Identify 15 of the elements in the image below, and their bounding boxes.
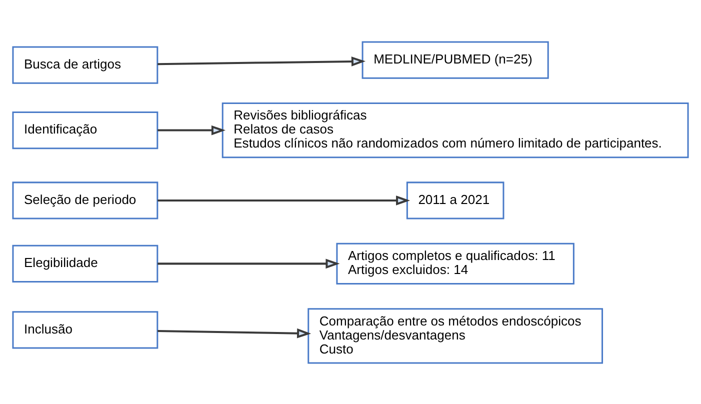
arrow — [158, 56, 366, 66]
arrow — [158, 195, 410, 205]
node-box: Revisões bibliográficas Relatos de casos Estudos clínicos não randomizados com número limitado de participantes. — [222, 102, 689, 158]
arrow — [158, 328, 312, 338]
node-box: MEDLINE/PUBMED (n=25) — [362, 40, 549, 78]
node-box: Inclusão — [12, 310, 158, 348]
arrow — [158, 258, 340, 268]
node-box: Comparação entre os métodos endoscópicos Vantagens/desvantagens Custo — [308, 308, 604, 364]
node-box: Elegibilidade — [12, 244, 158, 282]
node-box: Busca de artigos — [12, 46, 158, 84]
node-box: Artigos completos e qualificados: 11 Artigos excluidos: 14 — [336, 242, 574, 284]
arrow — [158, 124, 226, 135]
node-box: Seleção de periodo — [12, 181, 158, 219]
node-box: Identificação — [12, 110, 158, 149]
node-box: 2011 a 2021 — [406, 181, 504, 219]
